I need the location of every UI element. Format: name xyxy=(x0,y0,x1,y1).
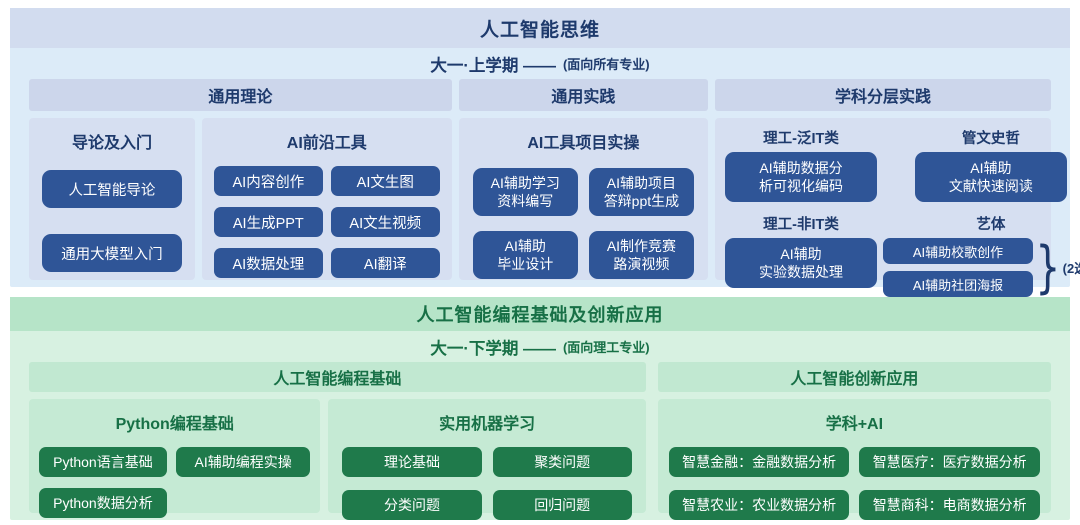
section-title-ai-programming: 人工智能编程基础及创新应用 xyxy=(10,297,1070,331)
section-ai-programming: 人工智能编程基础及创新应用 大一·下学期 —— (面向理工专业) 人工智能编程基… xyxy=(10,297,1070,520)
course-chip-literature-reading: AI辅助 文献快速阅读 xyxy=(914,152,1067,202)
top-columns: 通用理论 导论及入门 人工智能导论 通用大模型入门 AI前沿工具 AI内容创作 … xyxy=(10,79,1080,297)
panel-python-basics: Python编程基础 Python语言基础 AI辅助编程实操 Python数据分… xyxy=(29,399,321,518)
panel-subject-ai: 学科+AI 智慧金融：金融数据分析 智慧医疗：医疗数据分析 智慧农业：农业数据分… xyxy=(657,399,1051,520)
course-chip-roadshow-video: AI制作竞赛 路演视频 xyxy=(588,231,694,279)
course-chip-data-analysis-coding: AI辅助数据分 析可视化编码 xyxy=(725,152,877,202)
group-label-stem-it: 理工-泛IT类 xyxy=(763,131,839,147)
course-chip-study-material: AI辅助学习 资料编写 xyxy=(472,168,578,216)
semester-line-bottom: 大一·下学期 —— (面向理工专业) xyxy=(10,331,1070,362)
semester-label: 大一·上学期 —— xyxy=(430,56,556,75)
panel-title-subject-ai: 学科+AI xyxy=(825,416,884,433)
section-ai-thinking: 人工智能思维 大一·上学期 —— (面向所有专业) 通用理论 导论及入门 人工智… xyxy=(10,8,1080,297)
group-humanities: 管文史哲 AI辅助 文献快速阅读 xyxy=(883,125,1080,202)
course-chip-defense-ppt: AI辅助项目 答辩ppt生成 xyxy=(588,168,694,216)
course-chip-smart-agriculture: 智慧农业：农业数据分析 xyxy=(668,490,850,520)
column-header-general-theory: 通用理论 xyxy=(29,79,452,111)
course-chip-graduation-design: AI辅助 毕业设计 xyxy=(472,231,578,279)
course-chip-ml-theory: 理论基础 xyxy=(342,447,482,477)
semester-label: 大一·下学期 —— xyxy=(430,339,556,358)
column-header-innovation-apps: 人工智能创新应用 xyxy=(657,362,1051,392)
tools-course-grid: AI内容创作 AI文生图 AI生成PPT AI文生视频 AI数据处理 AI翻译 xyxy=(202,153,452,278)
layered-groups-grid: 理工-泛IT类 AI辅助数据分 析可视化编码 管文史哲 AI辅助 文献快速阅读 … xyxy=(715,118,1080,297)
panel-title-practice: AI工具项目实操 xyxy=(527,135,640,152)
course-chip-smart-business: 智慧商科：电商数据分析 xyxy=(859,490,1040,520)
general-theory-panels: 导论及入门 人工智能导论 通用大模型入门 AI前沿工具 AI内容创作 AI文生图… xyxy=(29,118,452,280)
group-label-humanities: 管文史哲 xyxy=(961,131,1020,147)
subject-ai-course-grid: 智慧金融：金融数据分析 智慧医疗：医疗数据分析 智慧农业：农业数据分析 智慧商科… xyxy=(658,434,1051,520)
audience-label: (面向理工专业) xyxy=(562,340,650,355)
course-chip-llm-introduction: 通用大模型入门 xyxy=(42,234,182,272)
programming-basics-panels: Python编程基础 Python语言基础 AI辅助编程实操 Python数据分… xyxy=(29,399,646,520)
course-chip-python-data-analysis: Python数据分析 xyxy=(39,488,167,518)
column-programming-basics: 人工智能编程基础 Python编程基础 Python语言基础 AI辅助编程实操 … xyxy=(29,362,646,520)
column-header-programming-basics: 人工智能编程基础 xyxy=(29,362,646,392)
column-header-layered-practice: 学科分层实践 xyxy=(715,79,1051,111)
group-label-arts-sports: 艺体 xyxy=(976,217,1006,233)
ml-course-grid: 理论基础 聚类问题 分类问题 回归问题 xyxy=(328,434,645,520)
layered-practice-panels: 理工-泛IT类 AI辅助数据分 析可视化编码 管文史哲 AI辅助 文献快速阅读 … xyxy=(715,118,1080,297)
course-chip-generate-ppt: AI生成PPT xyxy=(213,207,323,237)
practice-course-grid: AI辅助学习 资料编写 AI辅助项目 答辩ppt生成 AI辅助 毕业设计 AI制… xyxy=(459,153,708,279)
course-chip-text-to-image: AI文生图 xyxy=(330,166,440,196)
course-chip-regression: 回归问题 xyxy=(492,490,632,520)
semester-line-top: 大一·上学期 —— (面向所有专业) xyxy=(10,48,1070,79)
arts-choice-row: AI辅助校歌创作 AI辅助社团海报 } (2选1) xyxy=(883,238,1080,297)
course-chip-text-to-video: AI文生视频 xyxy=(330,207,440,237)
course-chip-club-poster: AI辅助社团海报 xyxy=(883,271,1033,297)
column-innovation-apps: 人工智能创新应用 学科+AI 智慧金融：金融数据分析 智慧医疗：医疗数据分析 智… xyxy=(657,362,1051,520)
panel-title-tools: AI前沿工具 xyxy=(286,135,367,152)
panel-ai-tool-project-practice: AI工具项目实操 AI辅助学习 资料编写 AI辅助项目 答辩ppt生成 AI辅助… xyxy=(458,118,708,280)
column-layered-practice: 学科分层实践 理工-泛IT类 AI辅助数据分 析可视化编码 管文史哲 AI辅助 … xyxy=(715,79,1080,297)
course-chip-data-processing: AI数据处理 xyxy=(213,248,323,278)
panel-title-python: Python编程基础 xyxy=(115,416,234,433)
group-stem-non-it: 理工-非IT类 AI辅助 实验数据处理 xyxy=(725,211,877,297)
course-chip-clustering: 聚类问题 xyxy=(492,447,632,477)
panel-machine-learning: 实用机器学习 理论基础 聚类问题 分类问题 回归问题 xyxy=(328,399,646,520)
panel-layered-practice: 理工-泛IT类 AI辅助数据分 析可视化编码 管文史哲 AI辅助 文献快速阅读 … xyxy=(715,118,1080,297)
choice-note: (2选1) xyxy=(1062,261,1080,276)
intro-course-list: 人工智能导论 通用大模型入门 xyxy=(29,153,195,272)
panel-intro: 导论及入门 人工智能导论 通用大模型入门 xyxy=(29,118,195,280)
audience-label: (面向所有专业) xyxy=(562,57,650,72)
panel-title-ml: 实用机器学习 xyxy=(439,416,536,433)
python-course-grid: Python语言基础 AI辅助编程实操 Python数据分析 xyxy=(29,434,320,518)
general-practice-panels: AI工具项目实操 AI辅助学习 资料编写 AI辅助项目 答辩ppt生成 AI辅助… xyxy=(458,118,708,280)
selection-brace: } xyxy=(1035,234,1061,300)
innovation-apps-panels: 学科+AI 智慧金融：金融数据分析 智慧医疗：医疗数据分析 智慧农业：农业数据分… xyxy=(657,399,1051,520)
group-stem-it: 理工-泛IT类 AI辅助数据分 析可视化编码 xyxy=(725,125,877,202)
group-label-stem-non-it: 理工-非IT类 xyxy=(763,217,839,233)
panel-ai-frontier-tools: AI前沿工具 AI内容创作 AI文生图 AI生成PPT AI文生视频 AI数据处… xyxy=(201,118,452,280)
group-arts-sports: 艺体 AI辅助校歌创作 AI辅助社团海报 } (2选1) xyxy=(883,211,1080,297)
column-header-general-practice: 通用实践 xyxy=(458,79,708,111)
course-chip-classification: 分类问题 xyxy=(342,490,482,520)
bottom-columns: 人工智能编程基础 Python编程基础 Python语言基础 AI辅助编程实操 … xyxy=(10,362,1070,520)
column-general-theory: 通用理论 导论及入门 人工智能导论 通用大模型入门 AI前沿工具 AI内容创作 … xyxy=(29,79,452,280)
course-chip-smart-finance: 智慧金融：金融数据分析 xyxy=(668,447,850,477)
panel-title-intro: 导论及入门 xyxy=(71,135,152,152)
course-chip-python-language: Python语言基础 xyxy=(39,447,167,477)
course-chip-translation: AI翻译 xyxy=(330,248,440,278)
column-general-practice: 通用实践 AI工具项目实操 AI辅助学习 资料编写 AI辅助项目 答辩ppt生成… xyxy=(458,79,708,280)
course-chip-ai-introduction: 人工智能导论 xyxy=(42,170,182,208)
course-chip-school-song: AI辅助校歌创作 xyxy=(883,238,1033,264)
course-chip-ai-assisted-coding: AI辅助编程实操 xyxy=(175,447,311,477)
course-chip-experiment-data: AI辅助 实验数据处理 xyxy=(725,238,877,288)
course-chip-smart-healthcare: 智慧医疗：医疗数据分析 xyxy=(859,447,1040,477)
section-title-ai-thinking: 人工智能思维 xyxy=(10,8,1070,48)
arts-course-list: AI辅助校歌创作 AI辅助社团海报 xyxy=(883,238,1033,297)
course-chip-content-creation: AI内容创作 xyxy=(213,166,323,196)
